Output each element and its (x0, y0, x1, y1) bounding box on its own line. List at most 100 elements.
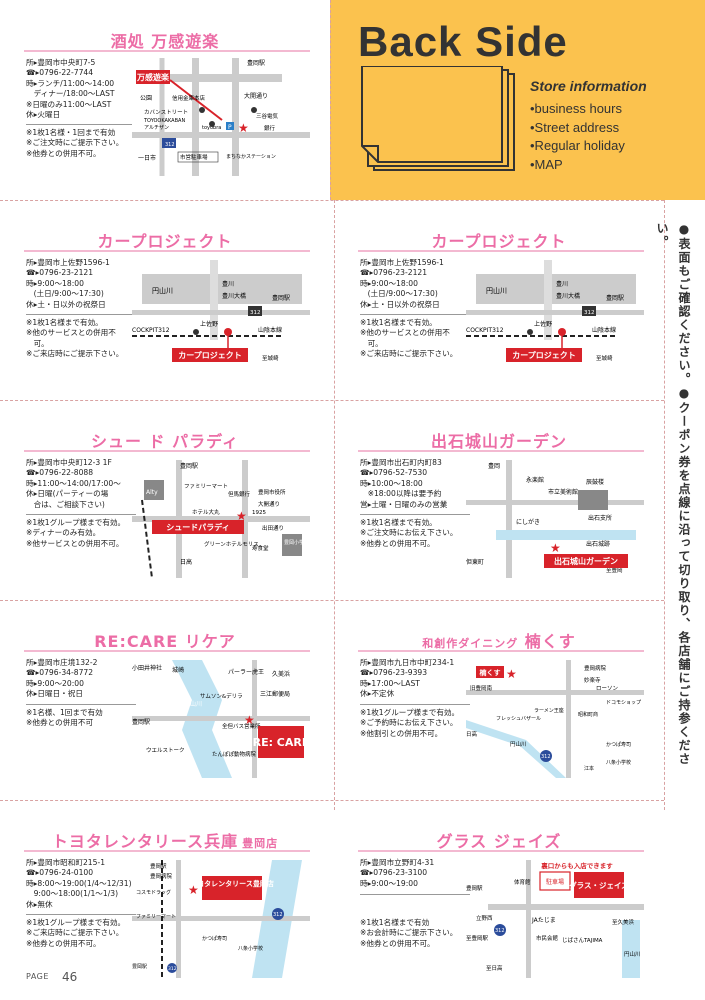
divider (26, 314, 136, 315)
store-info: 所▸豊岡市昭和町215-1 ☎▸0796-24-0100 時▸8:00〜19:0… (26, 858, 144, 910)
svg-text:豊岡駅: 豊岡駅 (247, 59, 265, 67)
svg-text:一日市: 一日市 (138, 154, 156, 162)
map-shop-label: 万感遊楽 (136, 72, 170, 82)
svg-text:豊岡駅: 豊岡駅 (466, 884, 483, 892)
svg-text:駐車場: 駐車場 (546, 878, 564, 886)
coupon-kusu[interactable]: 和創作ダイニング 楠くす 所▸豊岡市九日市中町234-1 ☎▸0796-23-9… (334, 618, 664, 798)
title-rule (24, 450, 310, 452)
divider (26, 914, 136, 915)
back-side-subtitle: Store information (530, 78, 647, 94)
cut-line (0, 800, 664, 801)
store-map: 小田井神社 城崎 パーラー虎王 久美浜 サムソン&デリラ 三江郵便局 円山川 豊… (132, 660, 310, 778)
svg-text:ウエルストーク: ウエルストーク (146, 746, 185, 754)
hours: 9:00〜18:00(1/1〜1/3) (26, 889, 119, 899)
coupon-notes: ※1枚1名様まで有効。 ※他のサービスとの併用不 可。 ※ご来店時にご提示下さい… (26, 318, 144, 360)
svg-text:豊川: 豊川 (556, 280, 568, 288)
svg-text:全但バス営業所: 全但バス営業所 (222, 722, 261, 730)
svg-text:市民会館: 市民会館 (536, 934, 559, 942)
star-marker: ★ (244, 713, 255, 727)
map-shop-label: グラス・ジェイズ (569, 880, 629, 890)
svg-text:豊岡駅: 豊岡駅 (606, 294, 624, 302)
note: ※1枚1名様まで有効。 (360, 518, 437, 527)
svg-text:至城崎: 至城崎 (596, 354, 613, 362)
svg-text:312: 312 (273, 912, 283, 918)
svg-text:市立美術館: 市立美術館 (548, 488, 578, 496)
holiday: 合は、ご相談下さい) (26, 499, 105, 509)
coupon-title: シュー ド パラディ (90, 432, 240, 451)
note: ※他券との併用不可。 (360, 938, 435, 948)
map-shop-label: 出石城山ガーデン (554, 556, 618, 566)
svg-text:豊岡駅: 豊岡駅 (132, 718, 150, 726)
svg-text:旧豊岡南: 旧豊岡南 (470, 684, 493, 692)
svg-text:大開通り: 大開通り (258, 500, 280, 508)
list-item: •Regular holiday (530, 138, 625, 153)
title-rule (358, 850, 644, 852)
coupon-toyota-rentalease[interactable]: トヨタレンタリース兵庫豊岡店 所▸豊岡市昭和町215-1 ☎▸0796-24-0… (0, 818, 330, 998)
svg-text:豊川大橋: 豊川大橋 (556, 292, 580, 300)
svg-text:JAたじま: JAたじま (531, 917, 556, 924)
svg-text:城崎: 城崎 (172, 666, 184, 674)
svg-text:上佐野: 上佐野 (534, 320, 552, 328)
svg-text:寿食堂: 寿食堂 (252, 544, 269, 552)
divider (360, 514, 470, 515)
coupon-title: グラス ジェイズ (436, 832, 562, 851)
phone: ☎▸0796-22-8088 (26, 468, 94, 478)
holiday: 休▸日曜(パーティーの場 (26, 489, 109, 499)
svg-text:グリーンホテルモリス: グリーンホテルモリス (204, 540, 259, 548)
note: ※1枚1名様まで有効。 (26, 318, 103, 327)
coupon-notes: ※1枚1名様まで有効。 ※ご注文時にお伝え下さい。 ※他券との併用不可。 (360, 518, 478, 549)
phone: ☎▸0796-23-9393 (360, 668, 428, 678)
coupon-car-project-left[interactable]: カープロジェクト 所▸豊岡市上佐野1596-1 ☎▸0796-23-2121 時… (0, 218, 330, 398)
store-map: 豊岡 永楽館 市立美術館 辰鼓楼 出石支所 にしがき 出石城跡 但東町 至豊岡 … (466, 460, 644, 578)
address: 所▸豊岡市庄境132-2 (26, 658, 98, 667)
coupon-recare[interactable]: RE:CARE リケア 所▸豊岡市庄境132-2 ☎▸0796-34-8772 … (0, 618, 330, 798)
title-rule (358, 250, 644, 252)
back-side-panel: Back Side Store information •business ho… (330, 0, 705, 200)
title-rule (24, 250, 310, 252)
divider (26, 514, 136, 515)
note-card-icon (361, 66, 515, 171)
coupon-bankan-yuraku[interactable]: 酒処 万感遊楽 所▸豊岡市中央町7-5 ☎▸0796-22-7744 時▸ランチ… (0, 18, 330, 198)
svg-text:フレッシュバザール: フレッシュバザール (496, 716, 541, 722)
coupon-notes: ※1名様、1回まで有効 ※他券との併用不可 (26, 708, 144, 729)
side-note: ●表面もご確認ください。●クーポン券を点線に沿って切り取り、各店舗にご持参くださ… (655, 222, 691, 766)
svg-text:円山川: 円山川 (624, 950, 641, 958)
title-rule (24, 850, 310, 852)
list-item: •MAP (530, 156, 563, 172)
svg-text:昭和町商: 昭和町商 (578, 711, 598, 718)
store-info: 所▸豊岡市九日市中町234-1 ☎▸0796-23-9393 時▸17:00〜L… (360, 658, 478, 700)
divider (360, 314, 470, 315)
svg-text:大開通り: 大開通り (244, 92, 268, 100)
svg-text:上佐野: 上佐野 (200, 320, 218, 328)
coupon-car-project-right[interactable]: カープロジェクト 所▸豊岡市上佐野1596-1 ☎▸0796-23-2121 時… (334, 218, 664, 398)
phone: ☎▸0796-24-0100 (26, 868, 94, 878)
note: ※他券との併用不可 (26, 718, 94, 728)
svg-text:至日高: 至日高 (486, 964, 503, 972)
svg-text:至豊岡駅: 至豊岡駅 (466, 934, 489, 942)
title-rule (24, 650, 310, 652)
phone: ☎▸0796-52-7530 (360, 468, 428, 478)
coupon-chou-de-paradis[interactable]: シュー ド パラディ 所▸豊岡市中央町12-3 1F ☎▸0796-22-808… (0, 418, 330, 598)
svg-text:カバンストリート: カバンストリート (144, 109, 188, 116)
svg-text:ローソン: ローソン (596, 686, 619, 692)
svg-text:豊岡市役所: 豊岡市役所 (258, 488, 286, 496)
svg-text:至久美浜: 至久美浜 (612, 918, 635, 926)
svg-text:八条小学校: 八条小学校 (606, 759, 631, 766)
coupon-glass-jays[interactable]: グラス ジェイズ 所▸豊岡市立野町4-31 ☎▸0796-23-3100 時▸9… (334, 818, 664, 998)
svg-text:円山川: 円山川 (510, 740, 527, 748)
coupon-title-main: 楠くす (524, 632, 576, 651)
note: 可。 (360, 338, 383, 348)
svg-text:久美浜: 久美浜 (272, 670, 290, 678)
hours: (土日/9:00〜17:30) (26, 289, 104, 299)
hours: 時▸10:00〜18:00 (360, 478, 423, 488)
coupon-notes: ※1枚1グループ様まで有効。 ※ディナーのみ有効。 ※他サービスとの併用不可。 (26, 518, 144, 549)
store-info: 所▸豊岡市立野町4-31 ☎▸0796-23-3100 時▸9:00〜19:00 (360, 858, 478, 889)
svg-text:かつぱ寿司: かつぱ寿司 (606, 741, 631, 748)
store-map: 万感遊楽 豊岡駅 公園 信用金庫本店 大開通り カバンストリート TOYOOKA… (132, 58, 310, 176)
coupon-izushi-shiroyama-garden[interactable]: 出石城山ガーデン 所▸豊岡市出石町内町83 ☎▸0796-52-7530 時▸1… (334, 418, 664, 598)
svg-text:三谷電気: 三谷電気 (256, 112, 279, 120)
svg-text:豊岡駅: 豊岡駅 (132, 963, 147, 970)
list-item: •Street address (530, 119, 620, 135)
cut-line (0, 200, 664, 201)
divider (26, 124, 136, 125)
